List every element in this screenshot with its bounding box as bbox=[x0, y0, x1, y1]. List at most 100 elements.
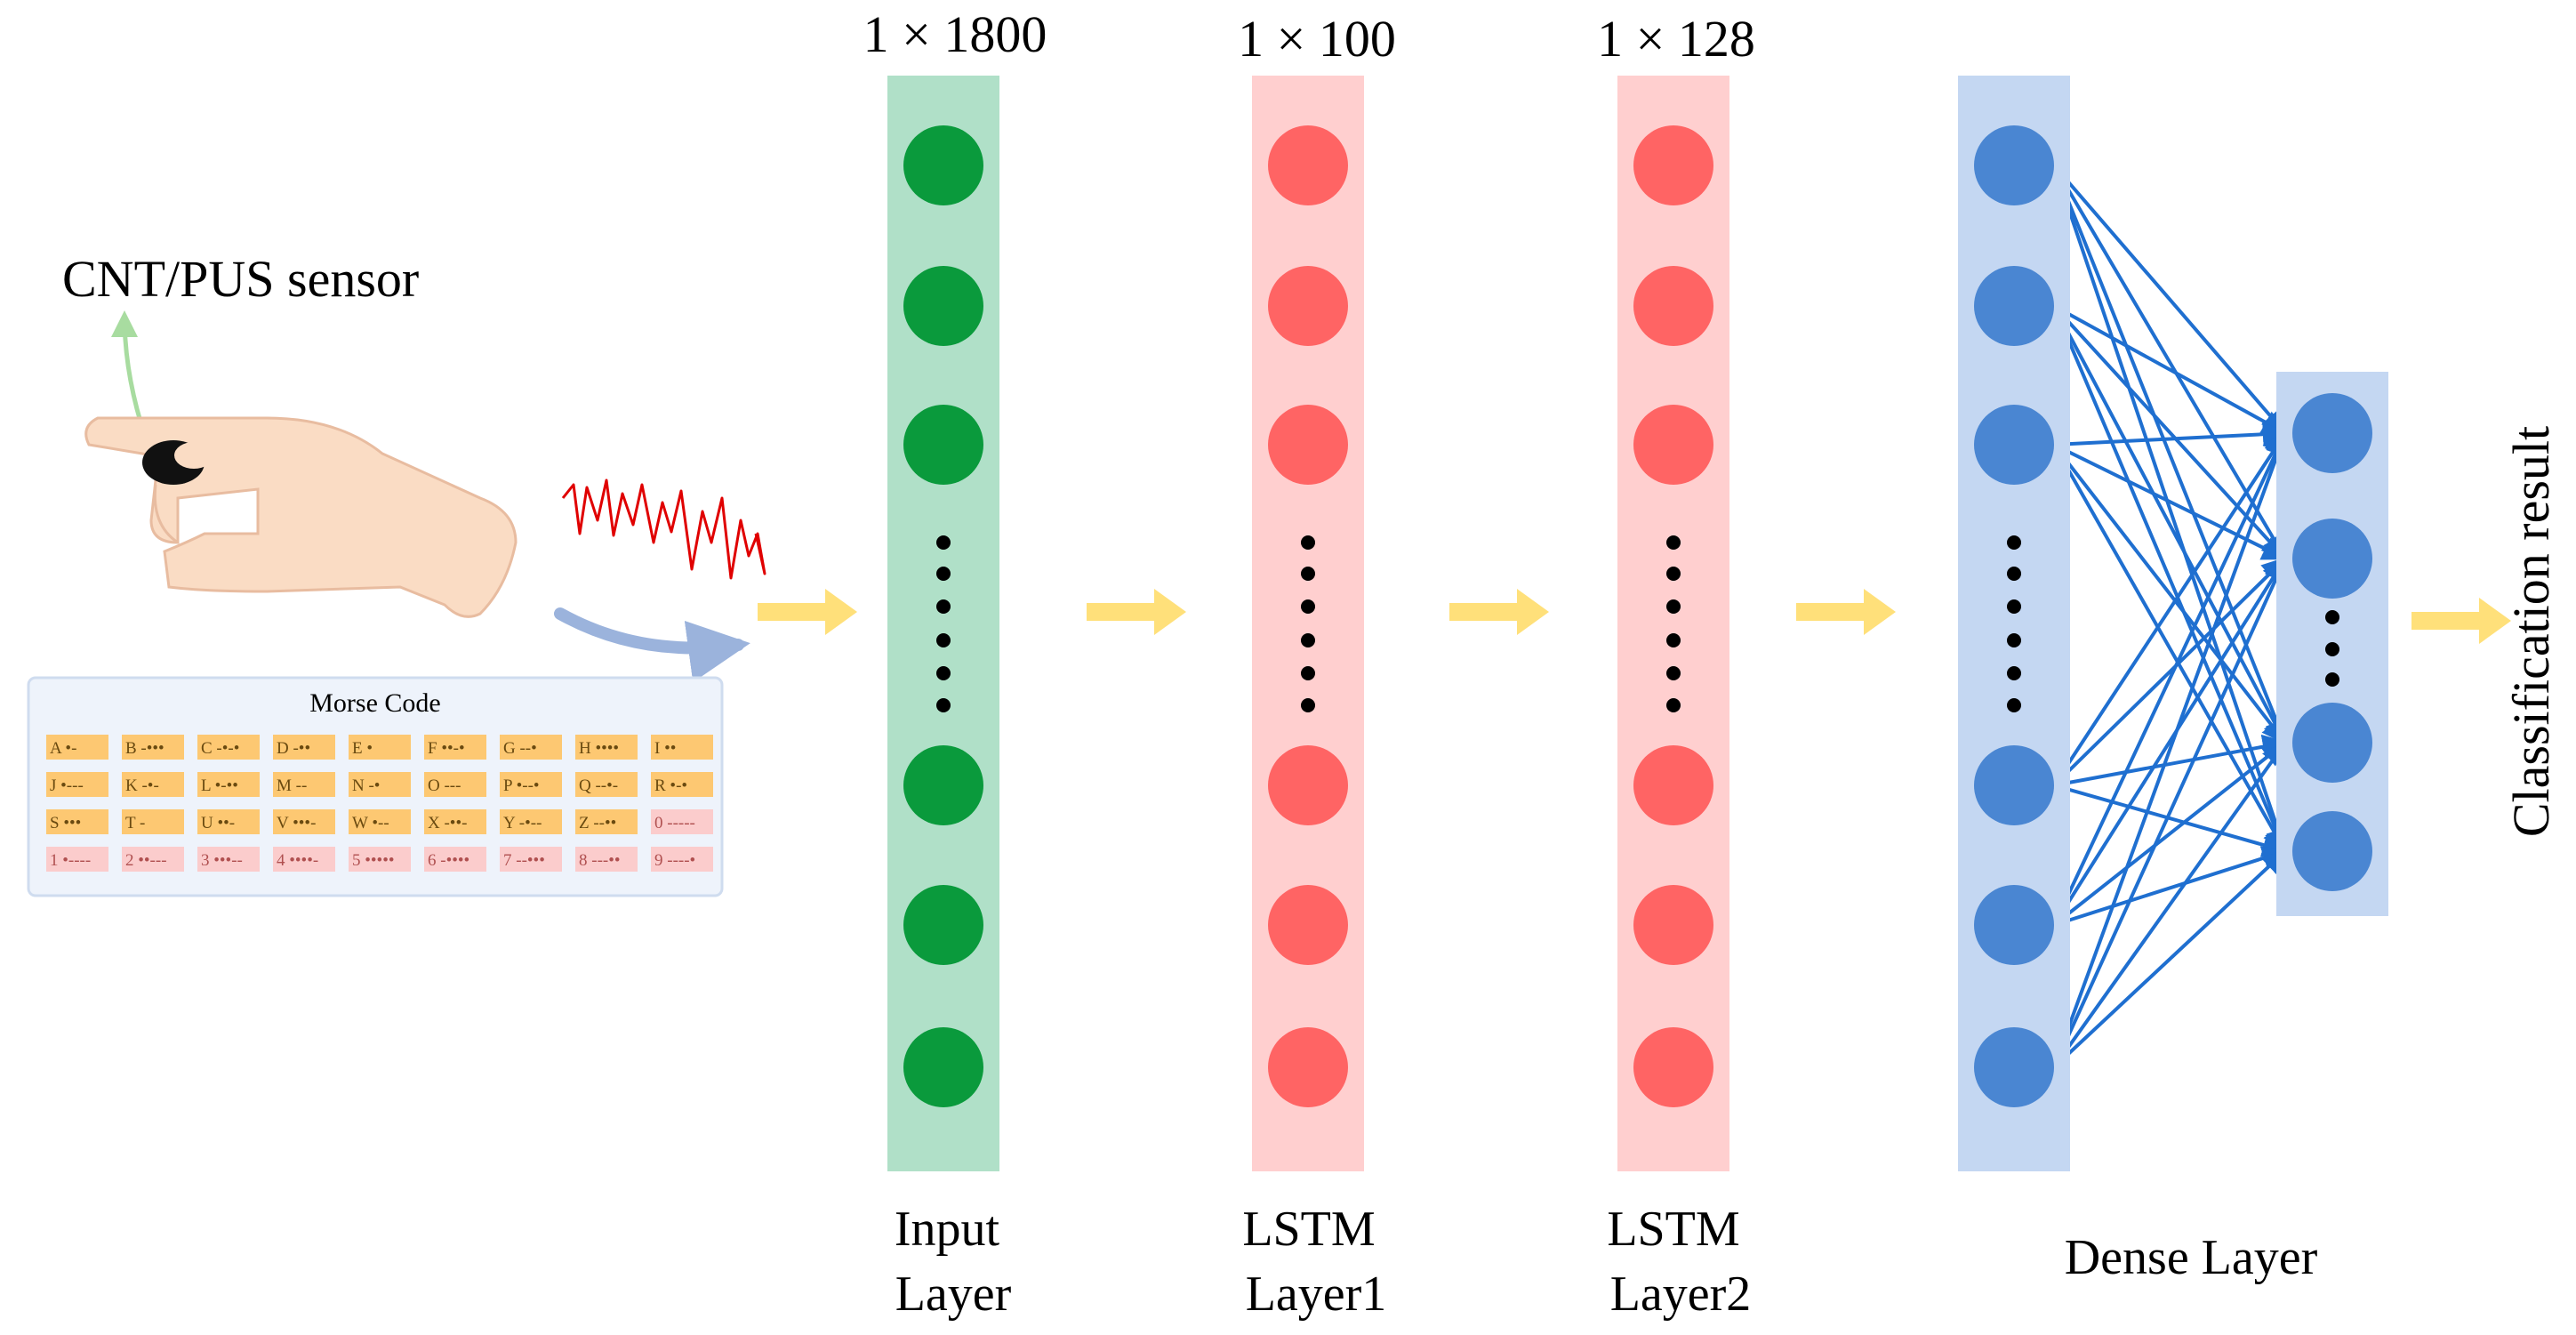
dense-layer-1-node bbox=[1974, 266, 2054, 346]
dense-layer-2-node bbox=[2292, 519, 2372, 599]
morse-cell-text: R •-• bbox=[654, 776, 687, 795]
morse-cell-text: B -••• bbox=[125, 739, 165, 758]
flow-arrow-icon bbox=[1449, 589, 1549, 635]
lstm-layer-2-ellipsis-dot bbox=[1666, 698, 1681, 712]
morse-cell: B -••• bbox=[122, 735, 184, 760]
morse-cell-text: K -•- bbox=[125, 776, 159, 795]
input-layer-node bbox=[903, 745, 983, 825]
flow-arrow-icon bbox=[2411, 598, 2511, 644]
morse-cell: I •• bbox=[651, 735, 713, 760]
flow-arrow-icon bbox=[1796, 589, 1896, 635]
dense-connection bbox=[2052, 556, 2287, 927]
input-layer-node bbox=[903, 266, 983, 346]
morse-cell-text: 5 ••••• bbox=[352, 851, 395, 870]
dense-connections bbox=[2052, 164, 2291, 1069]
lstm-layer-1 bbox=[1252, 76, 1364, 1171]
input-layer-label-line1: Input bbox=[895, 1202, 1000, 1257]
flow-arrow-icon bbox=[758, 589, 857, 635]
morse-cell: X -••- bbox=[424, 809, 486, 834]
morse-cell-text: G --• bbox=[503, 739, 537, 758]
flow-arrow-icon bbox=[1087, 589, 1186, 635]
morse-cell-text: 0 ----- bbox=[654, 814, 695, 832]
morse-cell-text: 4 ••••- bbox=[277, 851, 318, 870]
input-layer-ellipsis-dot bbox=[936, 535, 951, 550]
dense-layer-1-ellipsis-dot bbox=[2007, 666, 2021, 680]
morse-cell: 5 ••••• bbox=[349, 847, 411, 872]
lstm-layer-1-dim: 1 × 100 bbox=[1238, 10, 1396, 68]
flow-arrows bbox=[758, 589, 2511, 644]
morse-cell-text: 1 •---- bbox=[50, 851, 91, 870]
morse-cell-text: D -•• bbox=[277, 739, 310, 758]
dense-connection bbox=[2052, 305, 2289, 854]
dense-connection bbox=[2053, 734, 2288, 787]
dense-layer-label: Dense Layer bbox=[2065, 1230, 2318, 1285]
dense-connection bbox=[2053, 422, 2288, 447]
lstm-layer-1-label-line1: LSTM bbox=[1242, 1202, 1375, 1257]
morse-cell: D -•• bbox=[273, 735, 335, 760]
morse-cell: J •--- bbox=[46, 772, 108, 797]
signal-flow-arrow bbox=[554, 607, 750, 683]
morse-cell: L •-•• bbox=[197, 772, 260, 797]
dense-layer-1-ellipsis-dot bbox=[2007, 599, 2021, 614]
dense-connection bbox=[2052, 556, 2288, 1068]
dense-connection bbox=[2052, 430, 2287, 787]
morse-cell-text: Y -•-- bbox=[503, 814, 542, 832]
lstm-layer-1-node bbox=[1268, 405, 1348, 485]
morse-cell-text: E • bbox=[352, 739, 373, 758]
lstm-layer-1-ellipsis-dot bbox=[1301, 599, 1315, 614]
morse-cell-text: F ••-• bbox=[428, 739, 465, 758]
input-layer-node bbox=[903, 885, 983, 965]
lstm-layer-1-node bbox=[1268, 885, 1348, 965]
input-layer-node bbox=[903, 405, 983, 485]
dense-connection bbox=[2052, 443, 2287, 745]
input-layer-label-line2: Layer bbox=[895, 1267, 1012, 1322]
lstm-layer-1-ellipsis-dot bbox=[1301, 666, 1315, 680]
morse-cell-text: U ••- bbox=[201, 814, 235, 832]
lstm-layer-2-ellipsis-dot bbox=[1666, 666, 1681, 680]
lstm-layer-1-label-line2: Layer1 bbox=[1246, 1267, 1387, 1322]
dense-layer-2-ellipsis-dot bbox=[2325, 642, 2339, 656]
morse-cell: 8 ---•• bbox=[575, 847, 638, 872]
dense-connection bbox=[2052, 444, 2287, 854]
dense-layer-1-band bbox=[1958, 76, 2070, 1171]
morse-cell-text: T - bbox=[125, 814, 145, 832]
lstm-layer-2-ellipsis-dot bbox=[1666, 599, 1681, 614]
dense-layer-2-node bbox=[2292, 811, 2372, 891]
morse-cell: 4 ••••- bbox=[273, 847, 335, 872]
lstm-layer-2-band bbox=[1617, 76, 1729, 1171]
morse-cell: C -•-• bbox=[197, 735, 260, 760]
morse-cell-text: W •-- bbox=[352, 814, 389, 832]
lstm-layer-1-node bbox=[1268, 125, 1348, 205]
lstm-layer-2-ellipsis-dot bbox=[1666, 535, 1681, 550]
morse-cell: O --- bbox=[424, 772, 486, 797]
lstm-layer-2-dim: 1 × 128 bbox=[1597, 10, 1755, 68]
input-layer-ellipsis-dot bbox=[936, 698, 951, 712]
morse-cell: Q --•- bbox=[575, 772, 638, 797]
lstm-layer-2-label-line2: Layer2 bbox=[1610, 1267, 1752, 1322]
dense-layer-1-node bbox=[1974, 745, 2054, 825]
morse-cell: R •-• bbox=[651, 772, 713, 797]
dense-layer-1-node bbox=[1974, 1027, 2054, 1107]
dense-connection bbox=[2053, 784, 2288, 857]
dense-layer-2-node bbox=[2292, 703, 2372, 783]
morse-code-title: Morse Code bbox=[309, 688, 440, 718]
lstm-layer-1-node bbox=[1268, 745, 1348, 825]
dense-connection bbox=[2052, 165, 2289, 745]
dense-connection bbox=[2052, 164, 2287, 561]
input-layer-node bbox=[903, 125, 983, 205]
input-layer-ellipsis-dot bbox=[936, 666, 951, 680]
morse-cell-text: O --- bbox=[428, 776, 461, 795]
input-layer-ellipsis-dot bbox=[936, 599, 951, 614]
lstm-layer-2-node bbox=[1633, 405, 1713, 485]
dense-layer-2-ellipsis-dot bbox=[2325, 610, 2339, 624]
morse-cell: V •••- bbox=[273, 809, 335, 834]
morse-cell: 6 -•••• bbox=[424, 847, 486, 872]
dense-layer-1 bbox=[1958, 76, 2070, 1171]
morse-cell-text: I •• bbox=[654, 739, 676, 758]
morse-cell: U ••- bbox=[197, 809, 260, 834]
dense-connection bbox=[2052, 305, 2287, 745]
lstm-layer-2-node bbox=[1633, 885, 1713, 965]
lstm-layer-2-node bbox=[1633, 1027, 1713, 1107]
lstm-layer-2-node bbox=[1633, 125, 1713, 205]
